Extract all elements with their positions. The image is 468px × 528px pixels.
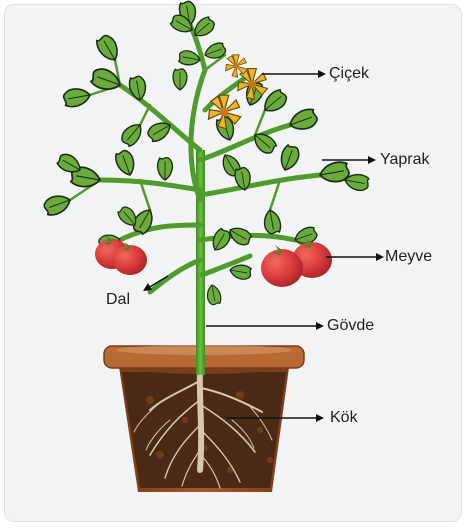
- arrow-icon: [262, 70, 326, 78]
- label-root: Kök: [330, 410, 358, 426]
- label-branch: Dal: [106, 292, 130, 308]
- arrow-icon: [322, 156, 376, 164]
- label-stem: Gövde: [327, 318, 374, 334]
- tomato-group-right: [261, 238, 332, 287]
- arrow-icon: [206, 322, 324, 330]
- label-flower: Çiçek: [329, 66, 369, 82]
- label-leaf: Yaprak: [380, 152, 430, 168]
- tomato-group-left: [95, 236, 147, 275]
- tomato-plant-illustration: [42, 0, 369, 375]
- label-fruit: Meyve: [385, 249, 432, 265]
- arrow-icon: [326, 253, 384, 261]
